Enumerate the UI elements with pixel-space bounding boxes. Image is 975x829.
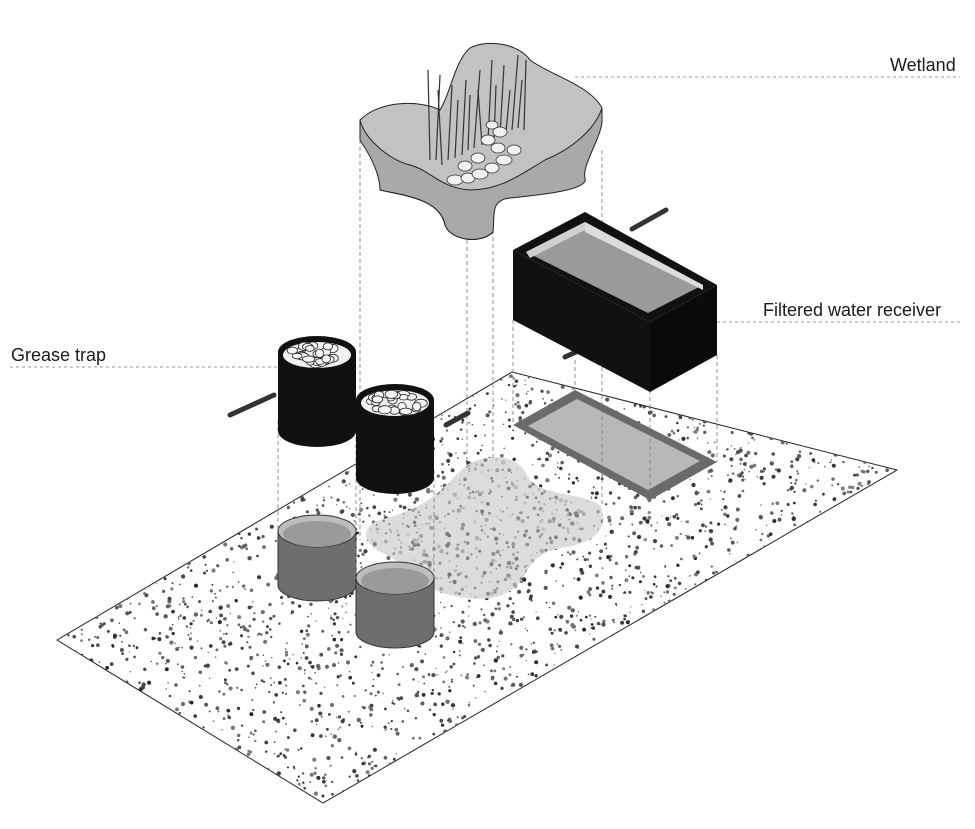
grease-trap-label: Grease trap	[11, 345, 107, 365]
reed-plants	[427, 54, 527, 166]
wetland-label: Wetland	[890, 55, 956, 75]
leader-lines	[10, 76, 960, 368]
grease-trap-1	[278, 336, 356, 447]
grease-trap-2	[356, 384, 434, 494]
wetland-planter	[359, 42, 603, 240]
filtered-water-receiver-box	[513, 212, 717, 392]
projection-lines	[277, 140, 718, 578]
grease-trap-footprint-1	[277, 514, 357, 602]
filtered-water-receiver-label: Filtered water receiver	[763, 300, 942, 320]
grease-trap-footprint-2	[355, 561, 435, 649]
stones	[446, 120, 522, 186]
receiver-footprint	[513, 390, 717, 500]
